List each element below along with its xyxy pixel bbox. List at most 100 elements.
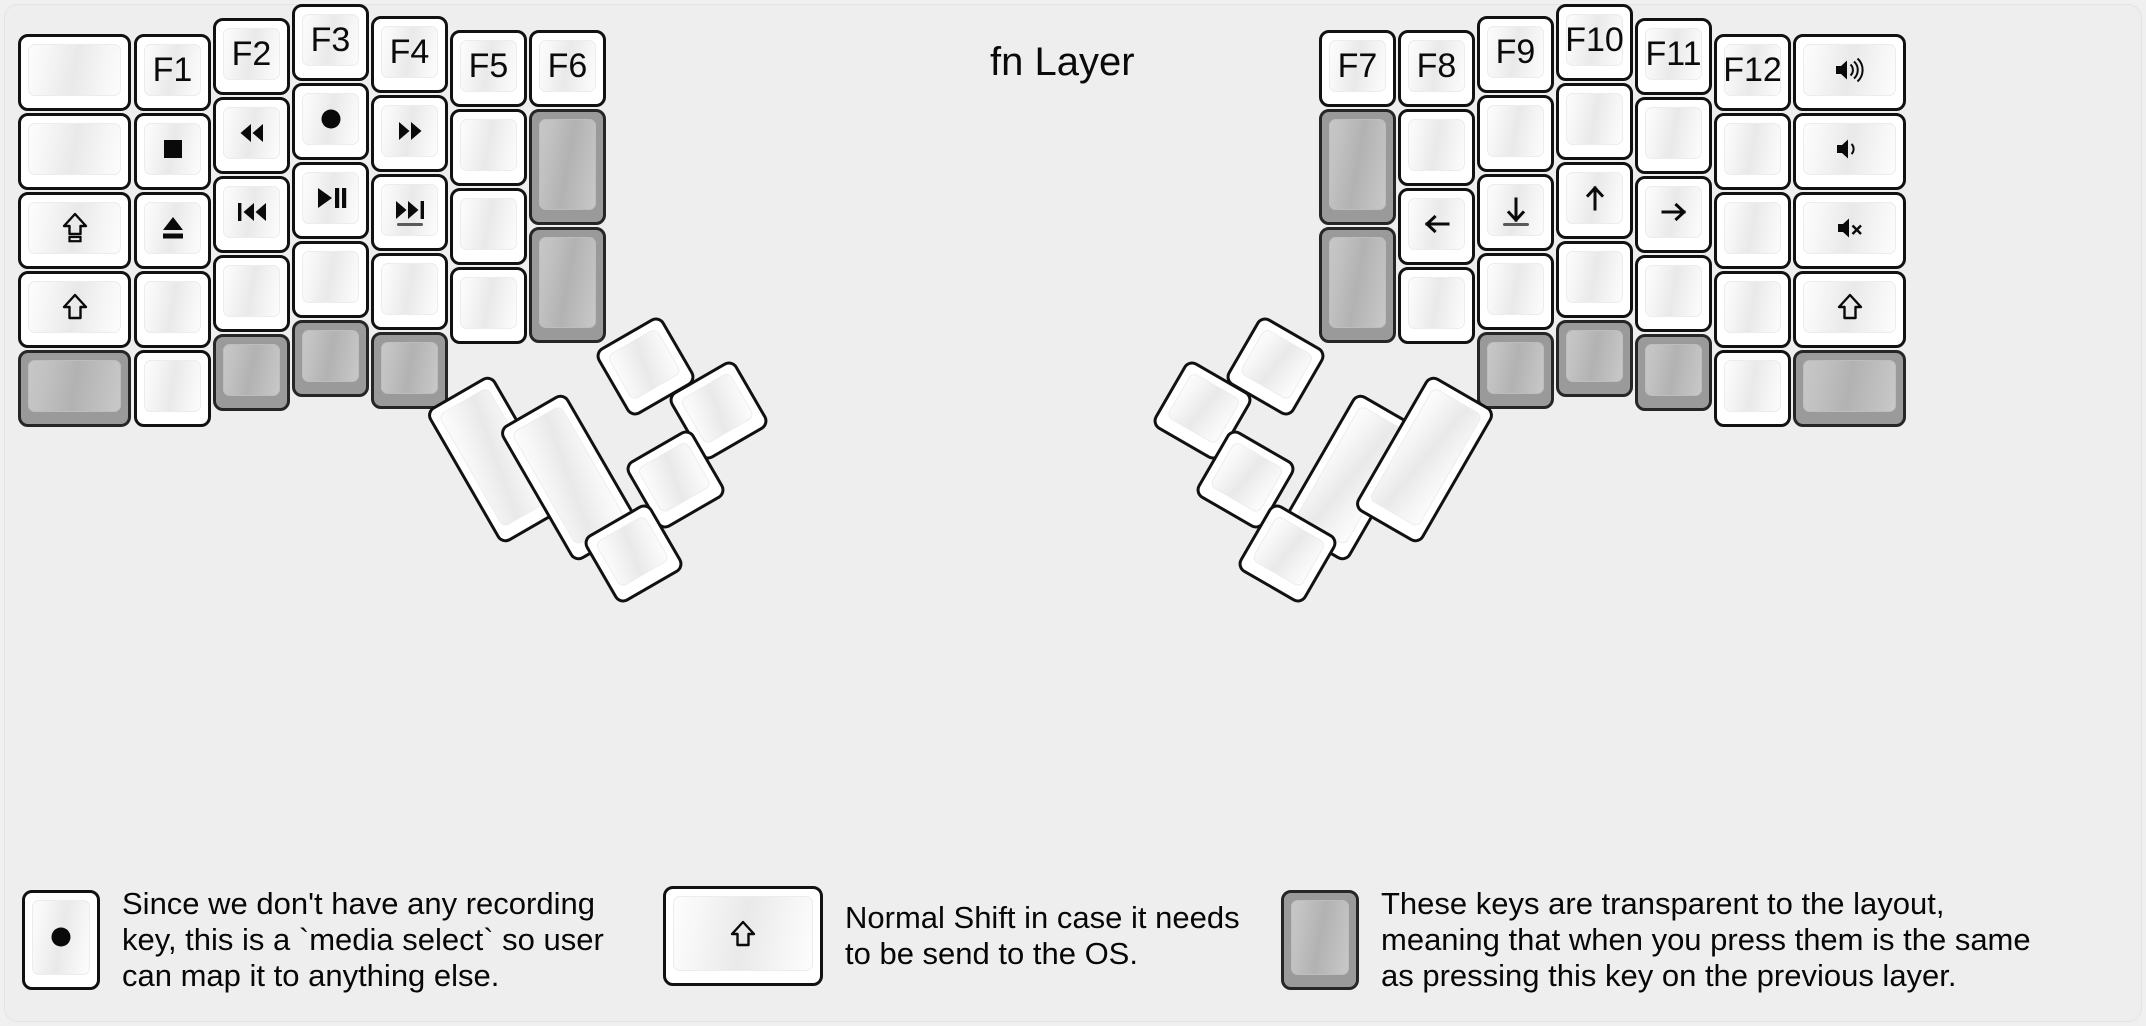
key-col-index-inner-f8[interactable]: F8 [1398, 30, 1475, 107]
key-col-index-f9[interactable]: F9 [1477, 16, 1554, 93]
keycap-surface [460, 277, 517, 329]
keycap-surface [1209, 440, 1285, 515]
key-col-pinky-outer-shift[interactable] [1793, 271, 1906, 348]
key-col-pinky-outer-blank-r1[interactable] [18, 34, 131, 111]
key-legend-text: F4 [389, 33, 430, 71]
key-col-ring-transparent-r5[interactable] [213, 334, 290, 411]
key-col-ring-blank-r2[interactable] [1635, 97, 1712, 174]
key-col-index-inner-blank-r4[interactable] [1398, 267, 1475, 344]
key-col-ring-f2[interactable]: F2 [213, 18, 290, 95]
key-col-ring-transparent-r5[interactable] [1635, 334, 1712, 411]
key-col-inner-transparent-tall-1[interactable] [529, 109, 606, 225]
key-col-index-blank-r4[interactable] [371, 253, 448, 330]
keycap-surface [636, 440, 712, 515]
key-col-middle-blank-r2[interactable] [1556, 83, 1633, 160]
keycap-surface [673, 896, 813, 971]
key-col-index-blank-r4[interactable] [1477, 253, 1554, 330]
key-col-ring-blank-r4[interactable] [1635, 255, 1712, 332]
keycap-surface [1566, 93, 1623, 145]
key-legend-text: F12 [1723, 51, 1782, 89]
key-col-index-inner-blank-r3[interactable] [450, 188, 527, 265]
keycap-surface: F3 [302, 14, 359, 66]
key-legend-text: F11 [1645, 35, 1702, 73]
key-col-middle-transparent-r5[interactable] [292, 320, 369, 397]
next-track-icon [390, 190, 430, 230]
key-col-pinky-blank-r4[interactable] [1714, 271, 1791, 348]
key-col-index-media-next-track[interactable] [371, 174, 448, 251]
key-col-pinky-f12[interactable]: F12 [1714, 34, 1791, 111]
keycap-surface [1803, 281, 1896, 333]
key-legend-text: F8 [1416, 47, 1457, 85]
key-col-middle-f10[interactable]: F10 [1556, 4, 1633, 81]
key-col-inner-transparent-tall-1[interactable] [1319, 109, 1396, 225]
key-col-pinky-media-stop[interactable] [134, 113, 211, 190]
keycap-surface [1487, 105, 1544, 157]
key-col-index-inner-f5[interactable]: F5 [450, 30, 527, 107]
keycap-surface [1803, 360, 1896, 412]
key-col-index-transparent-r5[interactable] [1477, 332, 1554, 409]
arrow-right-icon [1654, 192, 1694, 232]
key-col-pinky-media-eject[interactable] [134, 192, 211, 269]
key-col-index-inner-blank-r4[interactable] [450, 267, 527, 344]
key-col-middle-transparent-r5[interactable] [1556, 320, 1633, 397]
key-col-index-media-fast-forward[interactable] [371, 95, 448, 172]
keycap-surface [28, 123, 121, 175]
keycap-surface [223, 344, 280, 396]
keycap-surface [144, 360, 201, 412]
key-col-middle-media-play-pause[interactable] [292, 162, 369, 239]
key-col-pinky-outer-transparent-r5[interactable] [1793, 350, 1906, 427]
keycap-surface [1803, 44, 1896, 96]
key-col-ring-media-prev-track[interactable] [213, 176, 290, 253]
key-col-index-inner-blank-r2[interactable] [450, 109, 527, 186]
key-col-ring-blank-r4[interactable] [213, 255, 290, 332]
key-col-index-blank-r2[interactable] [1477, 95, 1554, 172]
key-col-pinky-outer-transparent-r5[interactable] [18, 350, 131, 427]
keycap-surface [223, 186, 280, 238]
key-legend-text: F1 [152, 51, 193, 89]
key-col-pinky-blank-r3[interactable] [1714, 192, 1791, 269]
key-col-index-inner-blank-r2[interactable] [1398, 109, 1475, 186]
key-col-middle-arrow-up[interactable] [1556, 162, 1633, 239]
key-col-index-arrow-down[interactable] [1477, 174, 1554, 251]
key-col-middle-blank-r4[interactable] [1556, 241, 1633, 318]
key-col-pinky-blank-r2[interactable] [1714, 113, 1791, 190]
keycap-surface [144, 202, 201, 254]
keycap-surface [1329, 237, 1386, 328]
key-col-pinky-outer-shift-lock[interactable] [18, 192, 131, 269]
note-media-select-text: Since we don't have any recording key, t… [122, 886, 604, 993]
keycap-surface [381, 342, 438, 394]
key-col-middle-media-select[interactable] [292, 83, 369, 160]
key-col-pinky-blank-r5[interactable] [1714, 350, 1791, 427]
key-col-middle-f3[interactable]: F3 [292, 4, 369, 81]
key-legend-text: F9 [1495, 33, 1536, 71]
key-col-inner-f6[interactable]: F6 [529, 30, 606, 107]
homing-bar [1502, 223, 1529, 226]
keycap-surface [1566, 330, 1623, 382]
key-col-index-transparent-r5[interactable] [371, 332, 448, 409]
keycap-surface: F6 [539, 40, 596, 92]
keycap-surface [1487, 263, 1544, 315]
key-col-pinky-f1[interactable]: F1 [134, 34, 211, 111]
key-col-pinky-outer-shift[interactable] [18, 271, 131, 348]
keycap-surface [1329, 119, 1386, 210]
keycap-surface [594, 514, 670, 589]
key-col-pinky-blank-r4[interactable] [134, 271, 211, 348]
key-col-middle-blank-r4[interactable] [292, 241, 369, 318]
key-col-ring-arrow-right[interactable] [1635, 176, 1712, 253]
key-col-inner-transparent-tall-2[interactable] [1319, 227, 1396, 343]
key-col-pinky-outer-volume-down[interactable] [1793, 113, 1906, 190]
key-col-pinky-blank-r5[interactable] [134, 350, 211, 427]
keycap-surface [1487, 184, 1544, 236]
key-col-index-f4[interactable]: F4 [371, 16, 448, 93]
keycap-surface: F11 [1645, 28, 1702, 80]
key-col-inner-f7[interactable]: F7 [1319, 30, 1396, 107]
key-col-pinky-outer-blank-r2[interactable] [18, 113, 131, 190]
key-col-index-inner-arrow-left[interactable] [1398, 188, 1475, 265]
key-col-inner-transparent-tall-2[interactable] [529, 227, 606, 343]
key-col-pinky-outer-volume-mute[interactable] [1793, 192, 1906, 269]
keycap-surface: F8 [1408, 40, 1465, 92]
key-legend-text: F6 [547, 47, 588, 85]
key-col-ring-media-rewind[interactable] [213, 97, 290, 174]
key-col-pinky-outer-volume-up[interactable] [1793, 34, 1906, 111]
key-col-ring-f11[interactable]: F11 [1635, 18, 1712, 95]
